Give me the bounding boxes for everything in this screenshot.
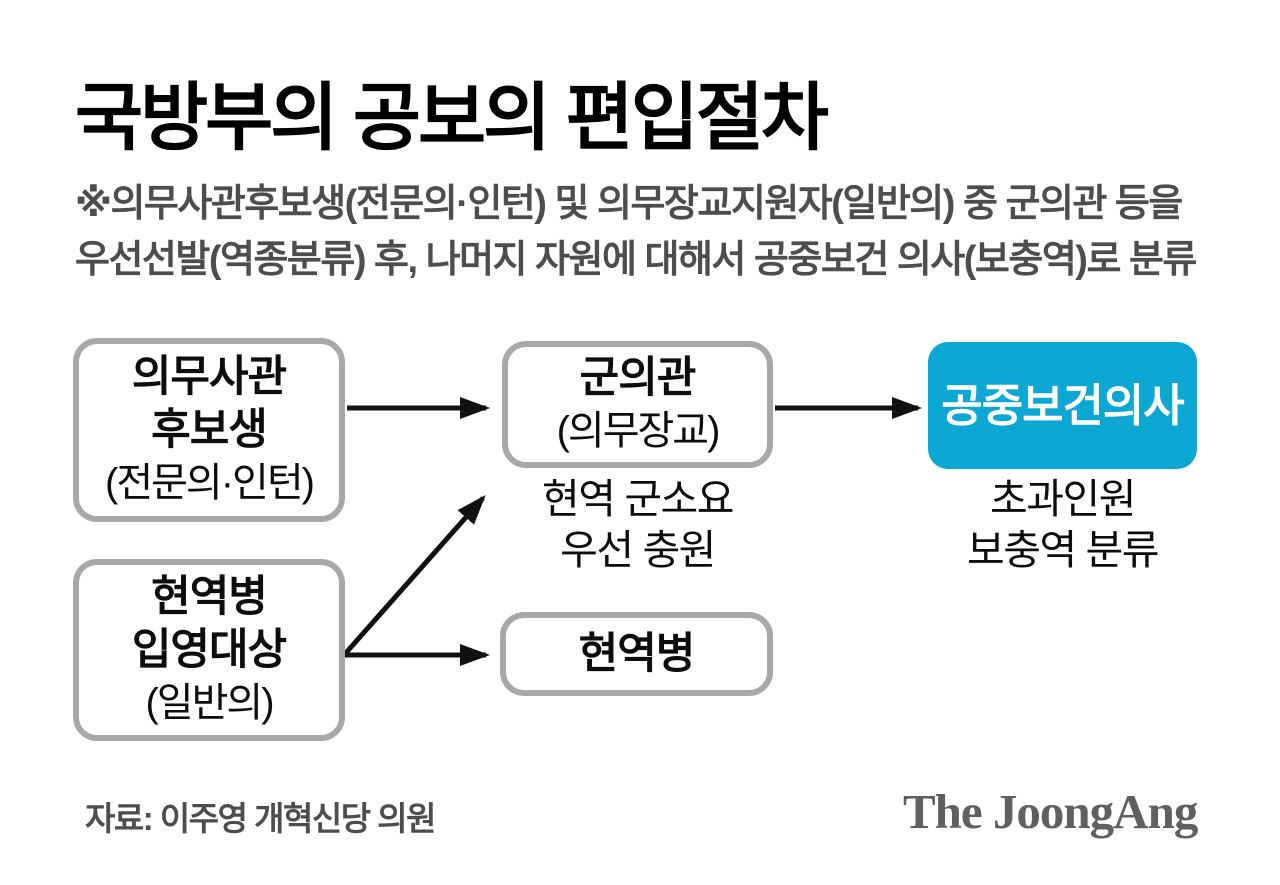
- joongang-logo: The JoongAng: [903, 784, 1198, 839]
- military-doctor-caption: 현역 군소요 우선 충원: [502, 474, 773, 576]
- page-title: 국방부의 공보의 편입절차: [75, 76, 829, 159]
- box-sublabel: (일반의): [145, 680, 274, 725]
- box-label: 현역병: [578, 629, 696, 678]
- box-label: 후보생: [151, 405, 268, 454]
- caption-line-2: 우선 충원: [560, 527, 716, 573]
- caption-line-1: 현역 군소요: [542, 476, 735, 522]
- caption-line-1: 초과인원: [990, 476, 1136, 522]
- active-duty-box: 현역병: [500, 612, 773, 696]
- box-label: 입영대상: [131, 625, 287, 674]
- caption-line-2: 보충역 분류: [967, 527, 1160, 573]
- box-label: 공중보건의사: [941, 380, 1184, 431]
- enlistment-target-box: 현역병 입영대상 (일반의): [73, 559, 345, 741]
- arrow-enlistment-to-military-doctor-icon: [342, 495, 486, 657]
- note-line-1: ※의무사관후보생(전문의·인턴) 및 의무장교지원자(일반의) 중 군의관 등을: [75, 183, 1183, 225]
- box-label: 현역병: [151, 572, 268, 621]
- military-doctor-box: 군의관 (의무장교): [502, 341, 773, 468]
- box-label: 의무사관: [131, 352, 287, 401]
- box-sublabel: (의무장교): [556, 408, 721, 453]
- box-sublabel: (전문의·인턴): [105, 460, 315, 505]
- public-health-doctor-box: 공중보건의사: [928, 342, 1197, 469]
- source-credit: 자료: 이주영 개혁신당 의원: [85, 800, 436, 837]
- box-label: 군의관: [579, 353, 697, 402]
- medical-officer-candidate-box: 의무사관 후보생 (전문의·인턴): [73, 338, 345, 522]
- note-line-2: 우선선발(역종분류) 후, 나머지 자원에 대해서 공중보건 의사(보충역)로 …: [75, 239, 1197, 281]
- public-health-doctor-caption: 초과인원 보충역 분류: [928, 474, 1197, 576]
- note: ※의무사관후보생(전문의·인턴) 및 의무장교지원자(일반의) 중 군의관 등을…: [75, 176, 1197, 288]
